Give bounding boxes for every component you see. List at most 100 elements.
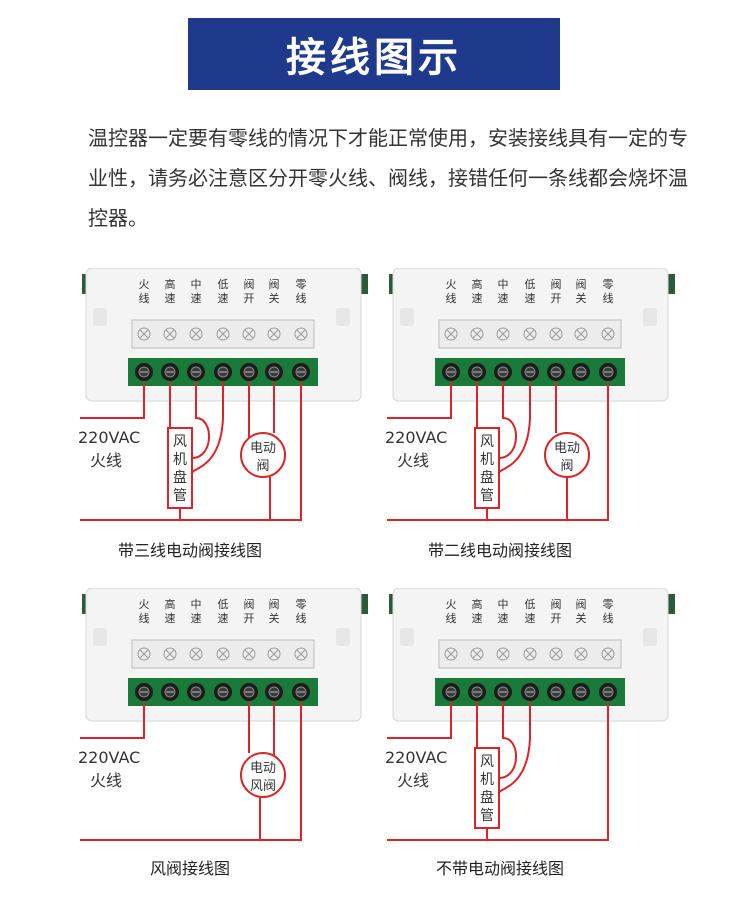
terminal-mark-stroke	[472, 649, 482, 659]
terminal-label-bottom: 线	[296, 611, 307, 625]
wire	[387, 702, 609, 841]
terminal-mark-icon	[470, 647, 484, 661]
terminal-mark-icon	[189, 647, 203, 661]
terminal-label-top: 阀	[551, 597, 562, 611]
terminal-label-top: 高	[472, 277, 483, 291]
terminal-label-bottom: 速	[191, 612, 202, 625]
terminal-label-bottom: 速	[498, 292, 509, 305]
terminal-label-top: 零	[603, 598, 614, 611]
wire	[387, 382, 609, 521]
terminal-mark-icon	[267, 327, 281, 341]
terminal-mark-stroke	[498, 649, 508, 659]
fan-coil-label: 机	[480, 772, 494, 788]
terminal-label-top: 低	[218, 598, 229, 611]
terminal-label-bottom: 线	[446, 611, 457, 625]
air-valve-circle	[240, 752, 286, 798]
terminal-label-top: 零	[296, 598, 307, 611]
terminal-label-bottom: 开	[244, 612, 255, 625]
terminal-label-top: 火	[139, 278, 150, 291]
housing-tab-right	[643, 308, 657, 326]
intro-text: 温控器一定要有零线的情况下才能正常使用，安装接线具有一定的专业性，请务必注意区分…	[88, 126, 688, 230]
terminal-label-top: 中	[191, 278, 202, 291]
housing-tab-right	[336, 628, 350, 646]
caption-two-wire-valve: 带二线电动阀接线图	[427, 541, 572, 560]
housing-tab-right	[336, 308, 350, 326]
fan-coil-label: 风	[173, 434, 187, 450]
terminal-label-top: 阀	[244, 597, 255, 611]
terminal-mark-stroke	[603, 329, 613, 339]
terminal-mark-stroke	[525, 649, 535, 659]
wire	[498, 382, 517, 459]
terminal-label-bottom: 线	[296, 291, 307, 305]
terminal-mark-icon	[242, 647, 256, 661]
terminal-mark-stroke	[296, 649, 306, 659]
terminal-label-bottom: 线	[603, 611, 614, 625]
terminal-mark-icon	[444, 327, 458, 341]
supply-voltage-label: 220VAC	[385, 748, 447, 767]
terminal-label-top: 零	[296, 278, 307, 291]
terminal-label-top: 阀	[576, 597, 587, 611]
terminal-mark-icon	[574, 647, 588, 661]
housing-tab-left	[93, 308, 107, 326]
terminal-label-top: 阀	[244, 277, 255, 291]
terminal-mark-stroke	[446, 649, 456, 659]
valve-label-line2: 阀	[560, 459, 573, 474]
wire	[498, 702, 531, 794]
terminal-mark-icon	[137, 647, 151, 661]
caption-air-valve: 风阀接线图	[149, 859, 230, 878]
terminal-label-bottom: 开	[244, 292, 255, 305]
terminal-label-top: 火	[139, 598, 150, 611]
page-title: 接线图示	[286, 35, 462, 81]
terminal-label-bottom: 关	[269, 611, 280, 625]
valve-label-line1: 电动	[554, 441, 580, 456]
terminal-label-bottom: 速	[218, 612, 229, 625]
terminal-label-top: 中	[191, 598, 202, 611]
terminal-mark-icon	[444, 647, 458, 661]
terminal-mark-stroke	[191, 329, 201, 339]
terminal-mark-icon	[137, 327, 151, 341]
terminal-label-top: 中	[498, 598, 509, 611]
terminal-mark-icon	[549, 327, 563, 341]
fan-coil-label: 管	[480, 488, 494, 504]
terminal-label-bottom: 开	[551, 292, 562, 305]
terminal-mark-stroke	[165, 649, 175, 659]
terminal-label-bottom: 关	[576, 291, 587, 305]
terminal-mark-stroke	[244, 329, 254, 339]
fan-coil-label: 管	[480, 808, 494, 824]
wire	[387, 702, 452, 739]
terminal-label-bottom: 线	[603, 291, 614, 305]
wire	[80, 382, 145, 419]
terminal-label-bottom: 速	[165, 612, 176, 625]
housing-tab-left	[400, 308, 414, 326]
caption-no-valve: 不带电动阀接线图	[435, 859, 564, 878]
terminal-mark-stroke	[218, 329, 228, 339]
terminal-mark-icon	[216, 647, 230, 661]
terminal-mark-stroke	[139, 649, 149, 659]
terminal-mark-stroke	[139, 329, 149, 339]
terminal-label-top: 高	[165, 597, 176, 611]
terminal-label-top: 中	[498, 278, 509, 291]
motorized-valve-circle	[544, 432, 590, 478]
valve-label-line2: 风阀	[250, 779, 276, 794]
terminal-mark-icon	[574, 327, 588, 341]
terminal-label-top: 阀	[551, 277, 562, 291]
wire	[191, 382, 224, 474]
label-strip	[131, 319, 315, 349]
fan-coil-box	[474, 747, 500, 829]
wire	[387, 382, 452, 419]
terminal-label-top: 火	[446, 278, 457, 291]
terminal-label-bottom: 线	[139, 291, 150, 305]
supply-voltage-label: 220VAC	[78, 428, 140, 447]
terminal-mark-icon	[163, 647, 177, 661]
terminal-label-bottom: 线	[139, 611, 150, 625]
terminal-label-bottom: 速	[472, 612, 483, 625]
fan-coil-label: 管	[173, 488, 187, 504]
terminal-mark-stroke	[603, 649, 613, 659]
